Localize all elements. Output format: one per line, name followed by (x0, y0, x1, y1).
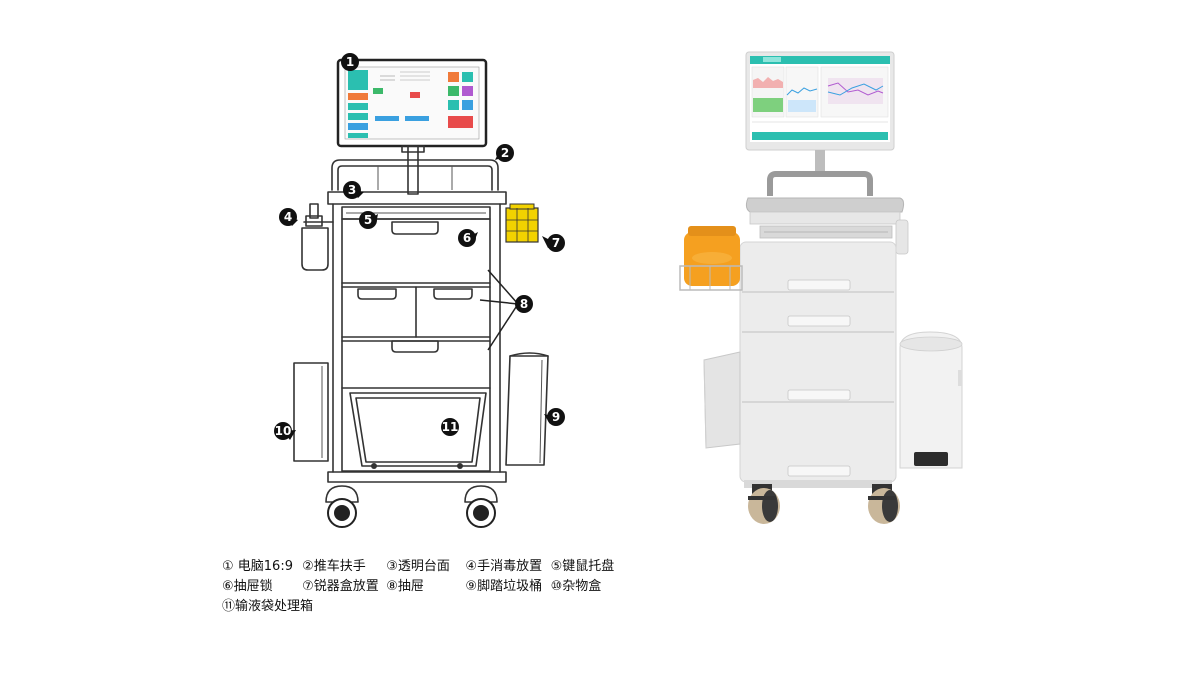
legend: ① 电脑16:9 ②推车扶手 ③透明台面 ④手消毒放置 ⑤键鼠托盘 ⑥抽屉锁 ⑦… (222, 557, 614, 617)
callout-8: 8 (515, 295, 533, 313)
callout-1: 1 (341, 53, 359, 71)
svg-text:1: 1 (346, 55, 354, 69)
legend-item-sanitizer: ④手消毒放置 (465, 557, 546, 577)
line-drawing (294, 60, 548, 527)
legend-row-2: ⑥抽屉锁 ⑦锐器盒放置 ⑧抽屉 ⑨脚踏垃圾桶 ⑩杂物盒 (222, 577, 614, 597)
wheel-icon (326, 486, 497, 527)
legend-item-computer: ① 电脑16:9 (222, 557, 298, 577)
bin-icon (506, 353, 548, 465)
callout-11: 11 (441, 418, 459, 436)
legend-item-drawer-lock: ⑥抽屉锁 (222, 577, 298, 597)
legend-row-3: ⑪输液袋处理箱 (222, 597, 614, 617)
legend-item-keyboard-tray: ⑤键鼠托盘 (551, 557, 615, 577)
bottle-icon (302, 204, 333, 270)
wheel-icon (748, 484, 900, 524)
monitor-icon (338, 60, 486, 146)
svg-text:3: 3 (348, 183, 356, 197)
bin-icon (900, 332, 962, 468)
callout-2: 2 (495, 144, 514, 162)
legend-item-pedal-bin: ⑨脚踏垃圾桶 (465, 577, 546, 597)
legend-item-drawer: ⑧抽屉 (386, 577, 461, 597)
svg-text:11: 11 (442, 420, 459, 434)
legend-row-1: ① 电脑16:9 ②推车扶手 ③透明台面 ④手消毒放置 ⑤键鼠托盘 (222, 557, 614, 577)
svg-text:2: 2 (501, 146, 509, 160)
svg-text:6: 6 (463, 231, 471, 245)
svg-text:7: 7 (552, 236, 560, 250)
callout-9: 9 (544, 408, 565, 426)
legend-item-infusion-box: ⑪输液袋处理箱 (222, 597, 313, 617)
callout-10: 10 (274, 422, 296, 440)
callout-3: 3 (343, 181, 364, 199)
sharps-box-icon (680, 226, 742, 290)
callout-7: 7 (542, 234, 565, 252)
callout-5: 5 (359, 211, 378, 229)
legend-item-handle: ②推车扶手 (302, 557, 382, 577)
monitor-icon (746, 52, 894, 150)
svg-text:9: 9 (552, 410, 560, 424)
svg-text:5: 5 (364, 213, 372, 227)
callout-6: 6 (458, 229, 478, 247)
legend-item-sundries-box: ⑩杂物盒 (551, 577, 602, 597)
callout-4: 4 (279, 208, 298, 226)
legend-item-sharps-box: ⑦锐器盒放置 (302, 577, 382, 597)
sharps-box-icon (506, 204, 538, 242)
svg-text:10: 10 (275, 424, 292, 438)
legend-item-tabletop: ③透明台面 (386, 557, 461, 577)
product-render (680, 52, 962, 524)
svg-text:4: 4 (284, 210, 292, 224)
svg-text:8: 8 (520, 297, 528, 311)
